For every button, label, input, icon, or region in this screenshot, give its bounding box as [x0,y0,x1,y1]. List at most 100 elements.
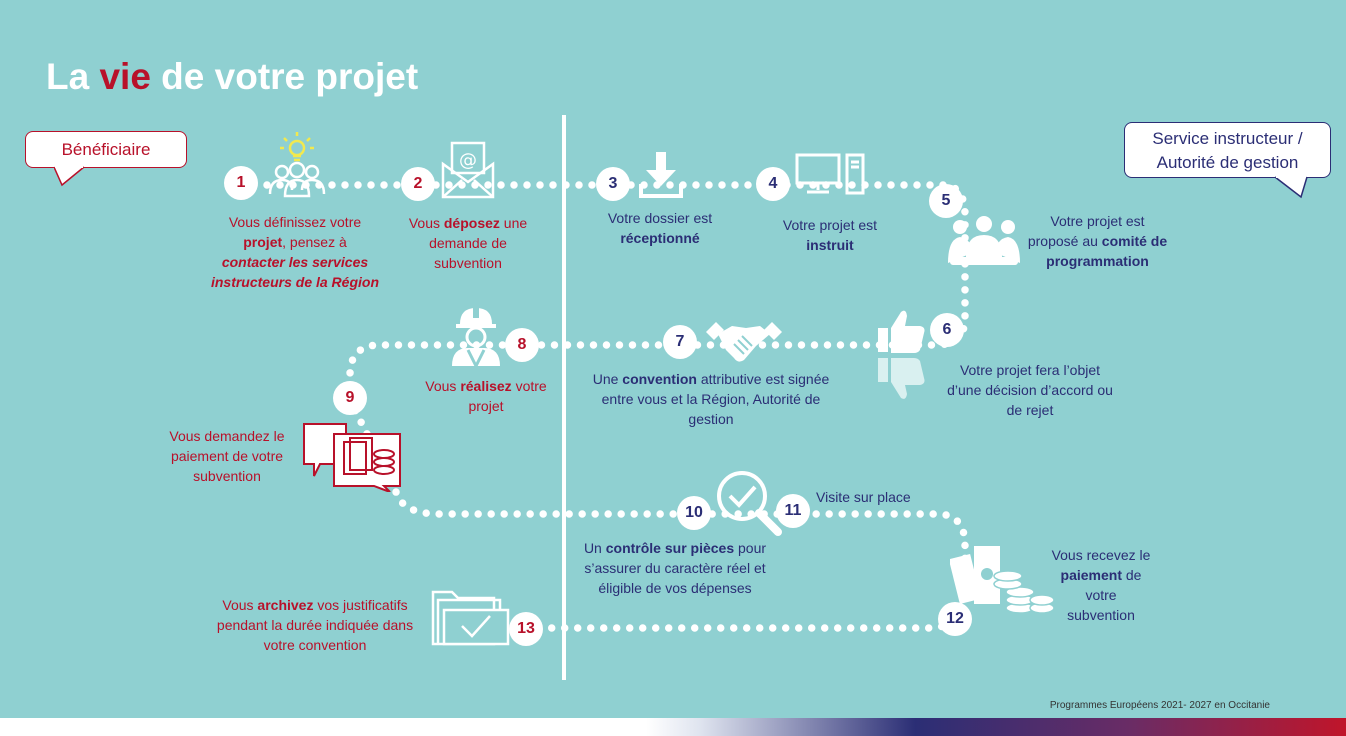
description-line: votre convention [200,635,430,655]
role-beneficiaire: Bénéficiaire [25,131,187,187]
step-7-description: Une convention attributive est signée ent… [572,369,850,429]
step-number: 3 [596,167,630,201]
description-line: s’assurer du caractère réel et [566,558,784,578]
step-9-description: Vous demandez le paiement de votre subvent… [152,426,302,486]
text-run: entre vous et la Région, Autorité de [601,391,821,407]
download-icon [639,152,683,198]
text-run: Vous [425,378,461,394]
description-line: projet, pensez à [190,232,400,252]
step-number: 11 [776,494,810,528]
description-line: Vous archivez vos justificatifs [200,595,430,615]
description-line: Votre projet est [755,215,905,235]
step-4-description: Votre projet est instruit [755,215,905,255]
description-line: Un contrôle sur pièces pour [566,538,784,558]
text-run: , pensez à [282,234,347,250]
text-run: comité de [1101,233,1168,249]
text-run: Votre projet est [1050,213,1145,229]
description-line: Vous définissez votre [190,212,400,232]
text-run: archivez [257,597,314,613]
committee-meeting-icon [948,216,1020,265]
text-run: contrôle sur pièces [605,540,735,556]
step-12-description: Vous recevez le paiement de votre subventio… [1036,545,1166,625]
svg-text:@: @ [459,150,477,171]
text-run: Une [592,371,623,387]
text-run: s’assurer du caractère réel et [584,560,766,576]
bottom-gradient-bar [0,718,1346,736]
step-number: 8 [505,328,539,362]
bubble-tail [54,165,85,187]
archive-folder-icon [431,590,510,646]
description-line: Vous recevez le [1036,545,1166,565]
handshake-icon [706,322,782,362]
description-line: paiement de votre [152,446,302,466]
description-line: entre vous et la Région, Autorité de [572,389,850,409]
text-run: votre [511,378,547,394]
description-line: Une convention attributive est signée [572,369,850,389]
payment-request-icon [303,423,401,492]
bubble-tail [1275,175,1308,199]
worker-icon [452,308,500,368]
description-line: proposé au comité de [1010,231,1185,251]
step-11-description: Visite sur place [816,487,936,507]
step-number: 2 [401,167,435,201]
description-line: pendant la durée indiquée dans [200,615,430,635]
text-run: déposez [443,215,500,231]
description-line: réceptionné [585,228,735,248]
text-run: contacter les services [221,254,369,270]
money-coins-icon [950,546,1055,614]
step-number: 6 [930,313,964,347]
step-10-description: Un contrôle sur pièces pour s’assurer du … [566,538,784,598]
description-line: contacter les services [190,252,400,272]
text-run: instructeurs de la Région [210,274,380,290]
text-run: subvention [1067,607,1135,623]
magnifier-check-icon [717,471,782,536]
description-line: Vous réalisez votre [412,376,560,396]
description-line: programmation [1010,251,1185,271]
description-line: instruit [755,235,905,255]
computer-icon [795,153,865,195]
text-run: paiement de votre [170,448,284,464]
step-number: 12 [938,602,972,636]
text-run: Votre dossier est [607,210,713,226]
text-run: Vous [408,215,444,231]
text-run: réalisez [460,378,512,394]
step-8-description: Vous réalisez votre projet [412,376,560,416]
step-number: 13 [509,612,543,646]
description-line: paiement de [1036,565,1166,585]
text-run: attributive est signée [696,371,830,387]
description-line: Votre projet fera l’objet [930,360,1130,380]
text-run: vos justificatifs [313,597,408,613]
text-run: votre [1085,587,1117,603]
thumbs-up-down-icon [878,310,925,399]
text-run: Votre projet est [782,217,878,233]
step-number: 9 [333,381,367,415]
text-run: proposé au [1027,233,1102,249]
description-line: votre [1036,585,1166,605]
description-line: subvention [152,466,302,486]
text-run: Vous [222,597,258,613]
text-run: projet [243,234,283,250]
role-service-instructeur: Service instructeur / Autorité de gestio… [1124,122,1331,199]
text-run: gestion [688,411,734,427]
text-run: instruit [806,237,854,253]
description-line: éligible de vos dépenses [566,578,784,598]
text-run: pour [734,540,767,556]
description-line: d’une décision d’accord ou [930,380,1130,400]
description-line: Visite sur place [816,487,936,507]
team-idea-icon [268,132,326,198]
text-run: Vous recevez le [1051,547,1151,563]
description-line: subvention [1036,605,1166,625]
text-run: projet [468,398,504,414]
text-run: Vous demandez le [169,428,285,444]
email-envelope-icon: @ [441,141,495,199]
description-line: projet [412,396,560,416]
description-line: Vous demandez le [152,426,302,446]
text-run: réceptionné [620,230,700,246]
description-line: de rejet [930,400,1130,420]
footer-caption: Programmes Européens 2021- 2027 en Occit… [1049,700,1270,711]
